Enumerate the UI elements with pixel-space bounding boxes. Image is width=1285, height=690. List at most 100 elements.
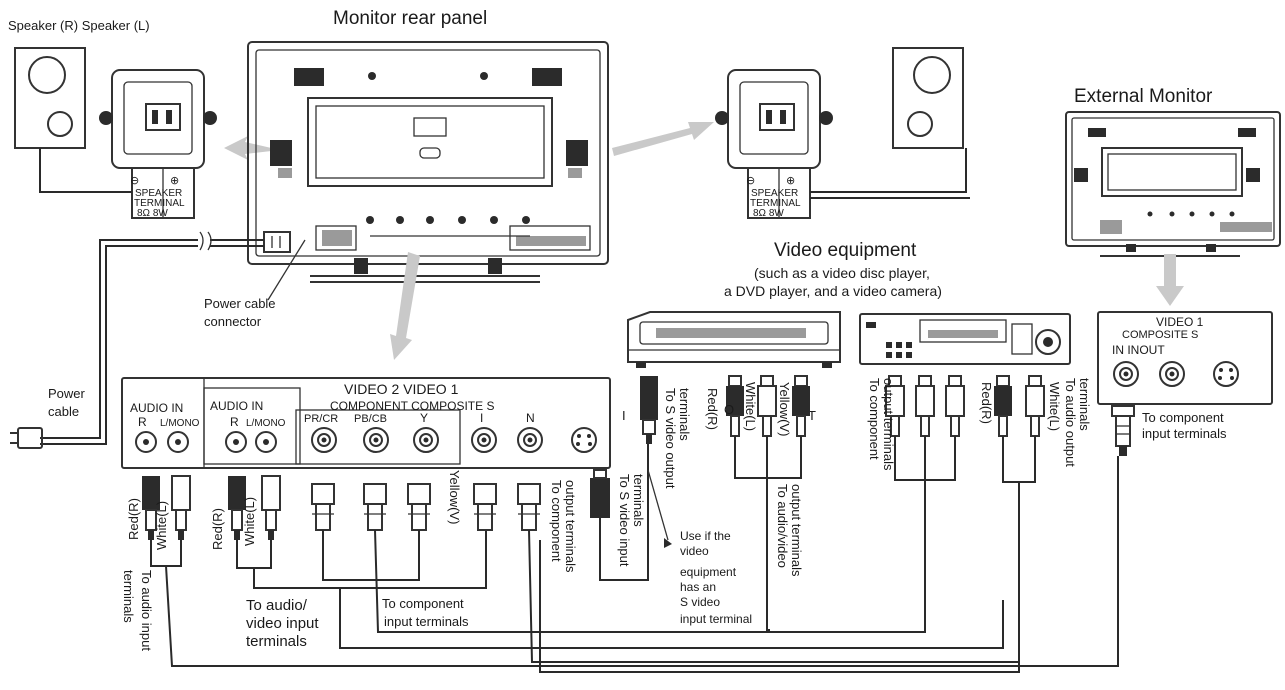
jack-lmono-1: L/MONO bbox=[160, 418, 200, 429]
s-video-plug-bottom-icon bbox=[590, 469, 610, 518]
to-av-output-line1: To audio/video bbox=[775, 484, 790, 568]
ext-s-video-jack-icon bbox=[1213, 361, 1239, 387]
jack-i: I bbox=[480, 411, 483, 425]
red-r-right: Red(R) bbox=[979, 382, 994, 424]
to-audio-output-line2: terminals bbox=[1077, 378, 1092, 431]
video-equipment-title: Video equipment bbox=[774, 240, 917, 261]
jack-r-2: R bbox=[230, 415, 239, 429]
red-r-bottom-left: Red(R) bbox=[126, 498, 141, 540]
jack-n: N bbox=[526, 411, 535, 425]
to-component-input-right-line2: input terminals bbox=[1142, 426, 1227, 441]
to-av-input-line2: video input bbox=[246, 615, 319, 632]
speaker-terminal-right-icon bbox=[715, 69, 833, 219]
ext-in-out-label: IN INOUT bbox=[1112, 343, 1165, 357]
to-component-input-right-line1: To component bbox=[1142, 410, 1224, 425]
arrow-to-external-panel-icon bbox=[1156, 254, 1184, 306]
to-audio-output-line1: To audio output bbox=[1063, 378, 1078, 467]
to-component-input-bottom-line1: To component bbox=[382, 596, 464, 611]
speaker-left-icon bbox=[892, 47, 964, 149]
use-if-line1: Use if the bbox=[680, 529, 731, 543]
to-s-video-input-line2: terminals bbox=[631, 474, 646, 527]
plus-sign-right: ⊕ bbox=[786, 175, 795, 187]
rca-white-plug-top-icon bbox=[757, 375, 777, 437]
monitor-rear-panel-title: Monitor rear panel bbox=[333, 8, 487, 29]
yellow-v-bottom: Yellow(V) bbox=[447, 470, 462, 524]
s-video-plug-top-icon bbox=[640, 376, 658, 444]
ext-composite-out-jack-icon bbox=[1159, 361, 1185, 387]
use-if-line6: input terminal bbox=[680, 612, 752, 626]
rca-red-plug-top-icon bbox=[726, 375, 744, 437]
minus-sign: ⊖ bbox=[130, 175, 139, 187]
white-l-bottom-2: White(L) bbox=[242, 497, 257, 546]
external-monitor-title: External Monitor bbox=[1074, 86, 1213, 107]
white-l-top: White(L) bbox=[743, 382, 758, 431]
to-av-input-line3: terminals bbox=[246, 633, 307, 650]
use-if-line5: S video bbox=[680, 595, 720, 609]
red-r-bottom-2: Red(R) bbox=[210, 508, 225, 550]
letter-i: I bbox=[622, 408, 626, 423]
audio-plugs-bottom-2-icon bbox=[228, 475, 281, 540]
speaker-terminal-right-line1: SPEAKER bbox=[751, 188, 798, 199]
to-audio-input-line2: terminals bbox=[121, 570, 136, 623]
ext-bnc-plug-icon bbox=[1111, 405, 1135, 456]
to-component-output-bottom-line2: output terminals bbox=[563, 480, 578, 573]
to-component-output-right-line1: To component bbox=[867, 378, 882, 460]
to-s-video-input-line1: To S video input bbox=[617, 474, 632, 567]
power-cable-line1: Power bbox=[48, 386, 86, 401]
plus-sign: ⊕ bbox=[170, 175, 179, 187]
power-cable-line2: cable bbox=[48, 404, 79, 419]
speaker-right-icon bbox=[14, 47, 86, 149]
jack-pr: PR/CR bbox=[304, 413, 338, 425]
white-l-right: White(L) bbox=[1047, 382, 1062, 431]
use-if-line3: equipment bbox=[680, 565, 737, 579]
jack-pb: PB/CB bbox=[354, 413, 387, 425]
panel-jacks-icon bbox=[135, 427, 597, 453]
audio-plugs-top-right-icon bbox=[994, 375, 1045, 437]
panel-component-header: COMPONENT COMPOSITE S bbox=[330, 399, 494, 413]
audio-in-1-label: AUDIO IN bbox=[130, 401, 183, 415]
audio-plugs-bottom-1-icon bbox=[142, 475, 191, 540]
video-equipment-note-line1: (such as a video disc player, bbox=[754, 265, 930, 281]
ext-video1-label: VIDEO 1 bbox=[1156, 315, 1204, 329]
white-l-bottom-left: White(L) bbox=[154, 501, 169, 550]
arrow-to-left-speaker-icon bbox=[224, 136, 280, 160]
use-if-line4: has an bbox=[680, 580, 716, 594]
ext-composite-in-jack-icon bbox=[1113, 361, 1139, 387]
component-plugs-top-icon bbox=[885, 375, 965, 437]
audio-in-2-label: AUDIO IN bbox=[210, 399, 263, 413]
speakers-label: Speaker (R) Speaker (L) bbox=[8, 18, 150, 33]
speaker-terminal-left-line2: TERMINAL bbox=[134, 198, 185, 209]
yellow-v-top: Yellow(V) bbox=[777, 382, 792, 436]
ext-composite-s-label: COMPOSITE S bbox=[1122, 329, 1198, 341]
arrow-to-terminal-panel-icon bbox=[390, 252, 420, 360]
rca-yellow-plug-top-icon bbox=[792, 375, 810, 437]
arrow-to-right-speaker-icon bbox=[612, 122, 714, 156]
external-video1-panel bbox=[1097, 311, 1273, 405]
to-component-input-bottom-line2: input terminals bbox=[384, 614, 469, 629]
speaker-terminal-left-line3: 8Ω 8W bbox=[137, 208, 168, 219]
to-av-input-line1: To audio/ bbox=[246, 597, 308, 614]
red-r-top: Red(R) bbox=[705, 388, 720, 430]
jack-y: Y bbox=[420, 411, 428, 425]
speaker-terminal-right-line2: TERMINAL bbox=[750, 198, 801, 209]
to-audio-input-line1: To audio input bbox=[139, 570, 154, 651]
jack-lmono-2: L/MONO bbox=[246, 418, 286, 429]
power-cable-connector-line2: connector bbox=[204, 314, 262, 329]
speaker-terminal-right-line3: 8Ω 8W bbox=[753, 208, 784, 219]
speaker-terminal-left-icon bbox=[99, 69, 217, 219]
to-s-video-output-line1: To S video output bbox=[663, 388, 678, 489]
minus-sign-right: ⊖ bbox=[746, 175, 755, 187]
monitor-rear-panel-icon bbox=[247, 41, 609, 283]
vcr-device-icon bbox=[627, 311, 841, 368]
cable-o: O bbox=[724, 402, 734, 417]
component-plugs-bottom-icon bbox=[311, 483, 541, 531]
use-if-line2: video bbox=[680, 544, 709, 558]
to-av-output-line2: output terminals bbox=[789, 484, 804, 577]
power-cable-connector-line1: Power cable bbox=[204, 296, 276, 311]
video-equipment-note-line2: a DVD player, and a video camera) bbox=[724, 283, 942, 299]
panel-video-header: VIDEO 2 VIDEO 1 bbox=[344, 381, 459, 397]
power-cable-icon bbox=[10, 231, 291, 449]
jack-r-1: R bbox=[138, 415, 147, 429]
dvd-device-icon bbox=[859, 313, 1071, 365]
